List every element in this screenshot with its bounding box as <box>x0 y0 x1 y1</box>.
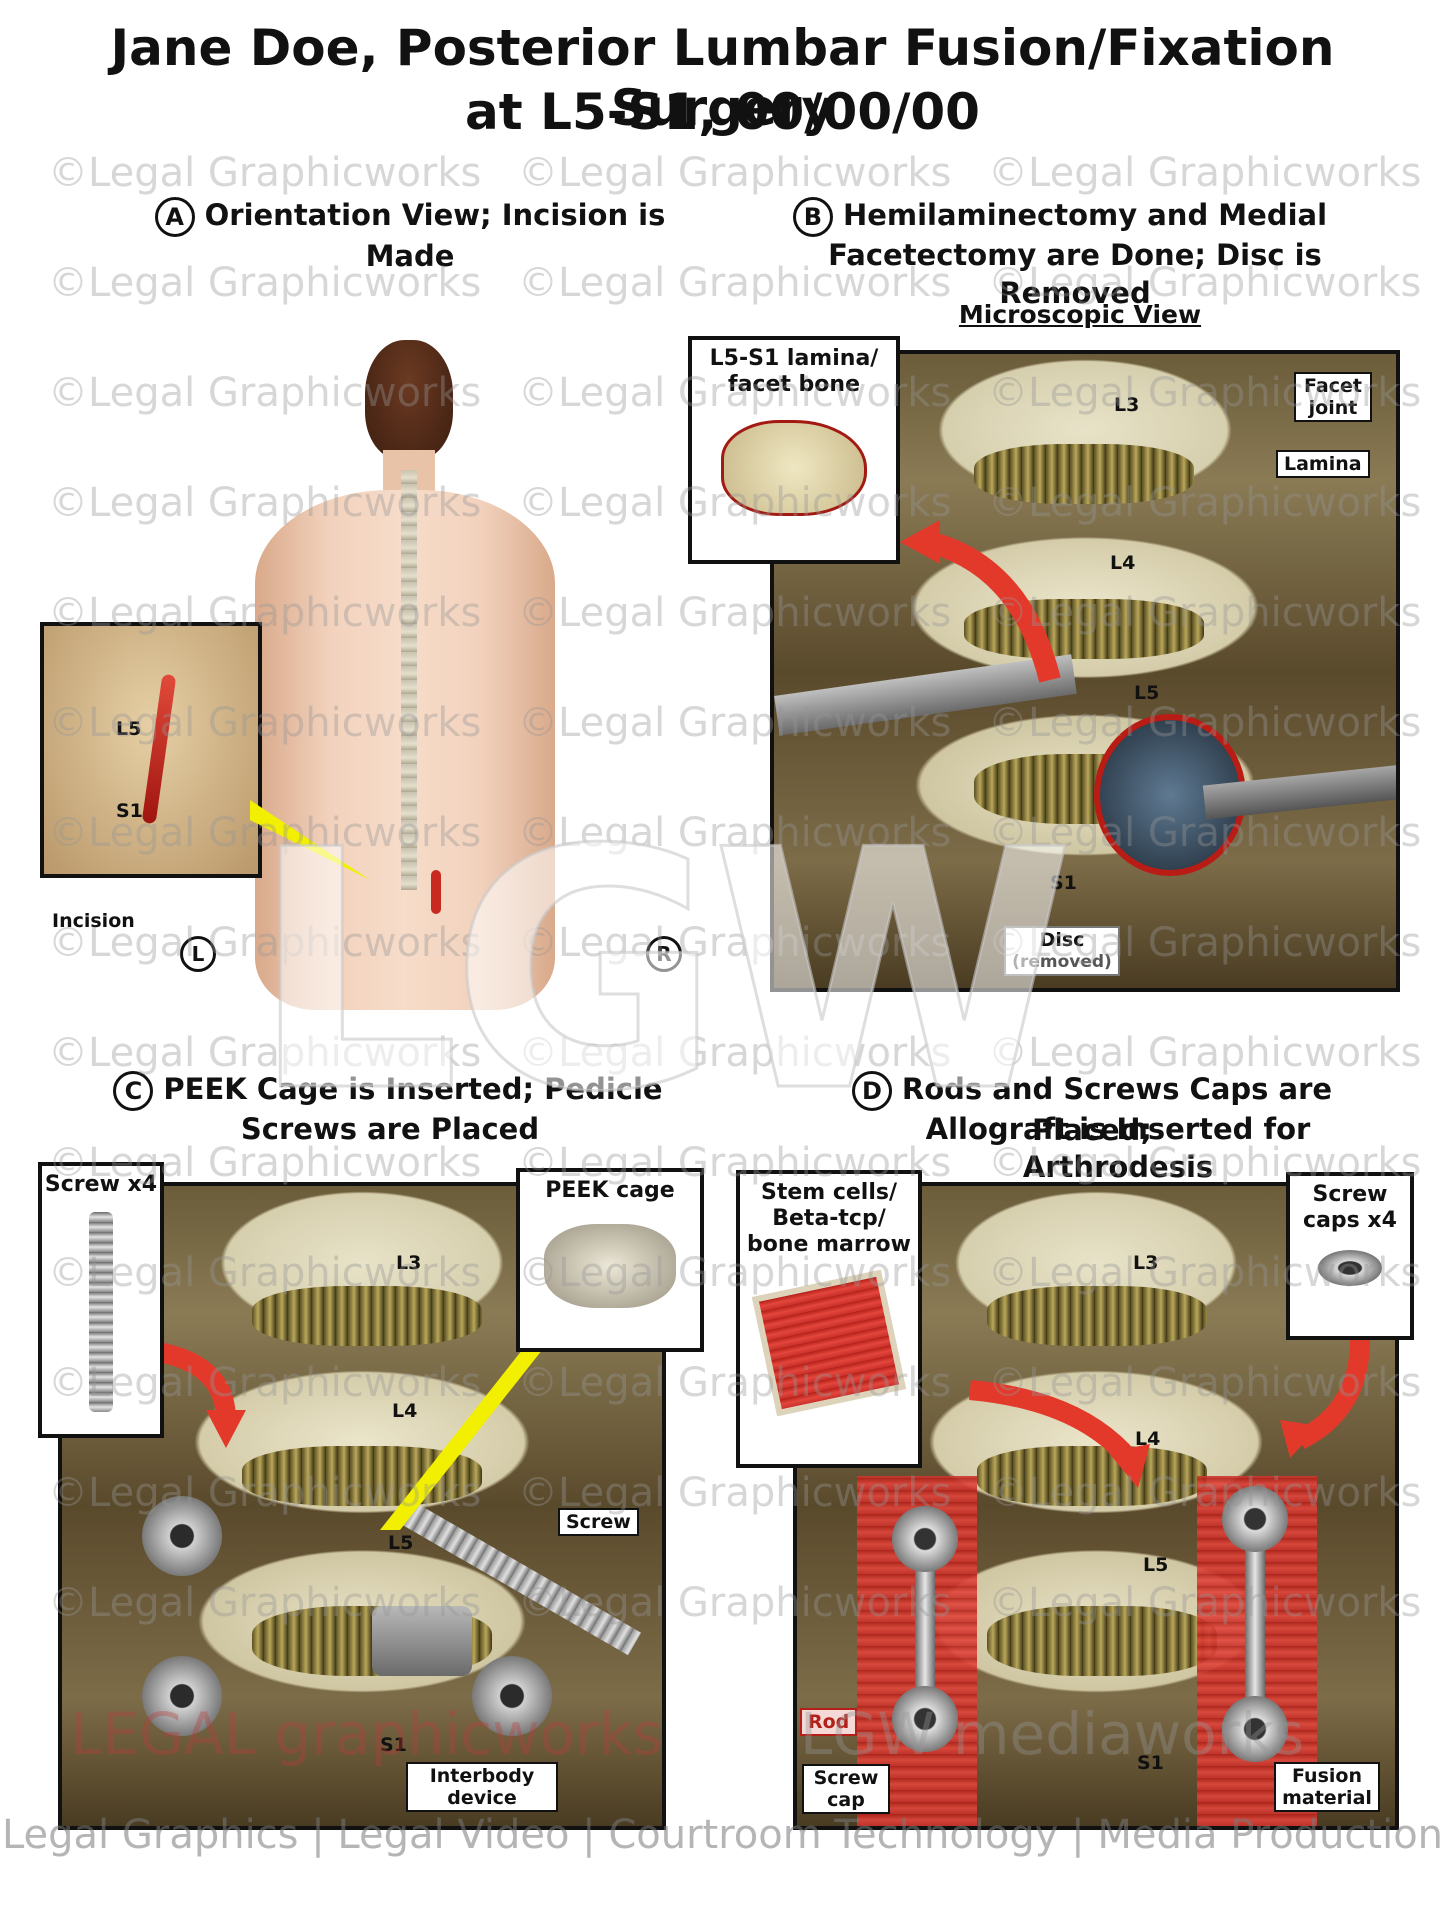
inset-pointer <box>250 800 370 880</box>
brand-watermark-2: LGW mediaworks <box>800 1700 1305 1768</box>
c-screw-head-2 <box>142 1656 222 1736</box>
incision-label: Incision <box>52 910 135 932</box>
disc-tag: Disc (removed) <box>1004 926 1120 976</box>
d-s1: S1 <box>1137 1752 1164 1774</box>
d-l4: L4 <box>1135 1428 1161 1450</box>
stem-cells-callout-text: Stem cells/ Beta-tcp/ bone marrow <box>746 1180 911 1257</box>
c-screw-head-3 <box>472 1656 552 1736</box>
b-l5: L5 <box>1134 682 1160 704</box>
c-s1: S1 <box>380 1734 407 1756</box>
watermark: ©Legal Graphicworks <box>988 150 1422 196</box>
peek-cage-image <box>544 1224 676 1308</box>
facet-joint-tag: Facet joint <box>1294 372 1372 422</box>
microscopic-view-label: Microscopic View <box>958 300 1202 329</box>
d-red-arrow-2 <box>969 1380 1150 1488</box>
c-yellow-pointer <box>380 1340 550 1530</box>
page-title-line2: at L5-S1, 00/00/00 <box>465 83 980 141</box>
panel-d-caption-line2: Allograft is Inserted for Arthrodesis <box>925 1112 1311 1184</box>
lgw-watermark-logo: LGW <box>248 779 1076 1166</box>
peek-cage-callout: PEEK cage <box>516 1168 704 1352</box>
rod-right <box>1245 1506 1265 1726</box>
panel-b-caption: B Hemilaminectomy and Medial <box>780 196 1340 237</box>
screw-callout: Screw x4 <box>38 1162 164 1438</box>
panel-b-caption-line1: Hemilaminectomy and Medial <box>842 198 1328 232</box>
spine <box>401 470 417 890</box>
stem-cells-callout: Stem cells/ Beta-tcp/ bone marrow <box>736 1170 922 1468</box>
panel-d-caption-line1: Rods and Screws Caps are Placed; <box>901 1072 1333 1147</box>
d-cap-2 <box>892 1686 958 1752</box>
d-l5: L5 <box>1143 1554 1169 1576</box>
lamina-bone-callout: L5-S1 lamina/ facet bone <box>688 336 900 564</box>
lamina-tag: Lamina <box>1276 450 1370 478</box>
inset-l5-label: L5 <box>116 718 142 740</box>
left-marker: L <box>180 936 216 972</box>
b-l3: L3 <box>1114 394 1140 416</box>
head-hair <box>365 340 453 460</box>
panel-c-letter: C <box>113 1071 154 1111</box>
torso-illustration <box>225 330 585 1010</box>
d-cap-3 <box>1222 1486 1288 1552</box>
c-l5: L5 <box>388 1532 414 1554</box>
panel-b-letter: B <box>792 197 833 237</box>
fusion-material-tag: Fusion material <box>1274 1762 1380 1812</box>
rod-tag: Rod <box>800 1708 858 1736</box>
screw-cap-tag: Screw cap <box>802 1764 890 1814</box>
panel-c-caption: C PEEK Cage is Inserted; Pedicle <box>108 1070 668 1111</box>
screw-caps-callout-text: Screw caps x4 <box>1303 1182 1397 1233</box>
allograft-image <box>751 1269 907 1417</box>
d-cap-4 <box>1222 1696 1288 1762</box>
inset-incision <box>141 673 177 825</box>
rod-left <box>915 1526 935 1726</box>
interbody-tag: Interbody device <box>406 1762 558 1812</box>
panel-a-letter: A <box>154 197 195 237</box>
panel-c-caption-line2: Screws are Placed <box>240 1112 540 1146</box>
lamina-bone-callout-text: L5-S1 lamina/ facet bone <box>709 346 879 397</box>
right-marker: R <box>646 936 682 972</box>
watermark: ©Legal Graphicworks <box>48 150 482 196</box>
peek-cage-callout-text: PEEK cage <box>545 1178 675 1203</box>
screw-image <box>89 1212 113 1412</box>
panel-a-inset: L5 S1 <box>40 622 262 878</box>
b-l4: L4 <box>1110 552 1136 574</box>
brand-watermark: LEGAL graphicworks <box>70 1700 663 1768</box>
d-cap-1 <box>892 1506 958 1572</box>
c-l3: L3 <box>396 1252 422 1274</box>
disc-tag-text: Disc <box>1039 929 1085 951</box>
page-title-line1: Jane Doe, Posterior Lumbar Fusion/Fixati… <box>110 19 1335 137</box>
d-l3: L3 <box>1133 1252 1159 1274</box>
panel-d-letter: D <box>851 1071 892 1111</box>
bone-fragment-image <box>721 420 867 516</box>
b-s1: S1 <box>1050 872 1077 894</box>
watermark: ©Legal Graphicworks <box>518 150 952 196</box>
incision-mark <box>431 870 441 914</box>
screw-callout-text: Screw x4 <box>44 1172 158 1197</box>
screw-cap-image <box>1318 1250 1382 1286</box>
panel-b-caption-line2: Facetectomy are Done; Disc is Removed <box>828 238 1322 310</box>
b-curved-arrow <box>900 520 1061 683</box>
screw-caps-callout: Screw caps x4 <box>1286 1172 1414 1340</box>
panel-a-caption-text: Orientation View; Incision is Made <box>204 198 666 273</box>
inset-s1-label: S1 <box>116 800 143 822</box>
d-red-arrow <box>1280 1339 1370 1458</box>
footer-tagline: Legal Graphics | Legal Video | Courtroom… <box>1 1812 1444 1858</box>
c-l4: L4 <box>392 1400 418 1422</box>
c-screw-head-1 <box>142 1496 222 1576</box>
interbody-device <box>372 1606 472 1676</box>
disc-tag-note: (removed) <box>1012 952 1112 972</box>
panel-c-caption-line1: PEEK Cage is Inserted; Pedicle <box>163 1072 663 1106</box>
c-screw-tag: Screw <box>558 1508 639 1536</box>
